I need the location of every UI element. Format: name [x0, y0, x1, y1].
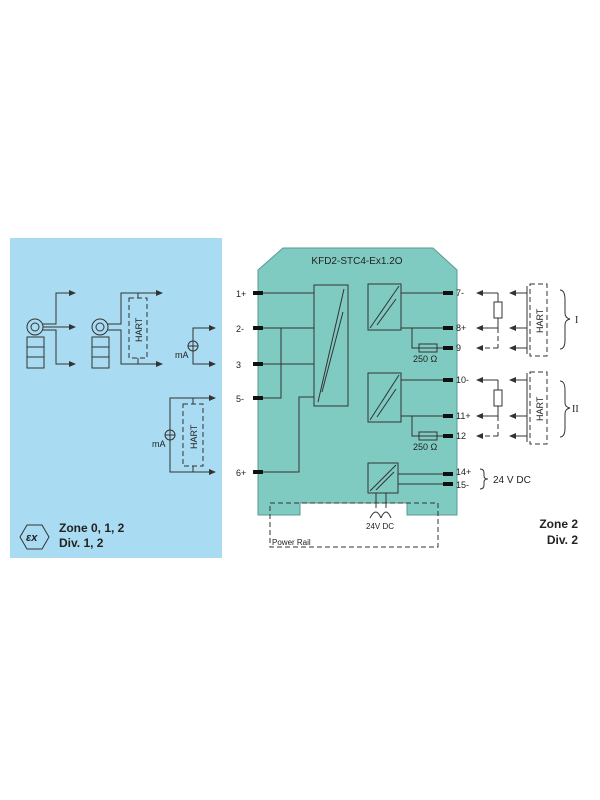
safe-div-label: Div. 2 [547, 533, 578, 547]
terminal-label-7: 7- [456, 288, 464, 298]
terminal-label-2: 2- [236, 324, 244, 334]
right-terminals [443, 291, 453, 486]
left-terminals [253, 291, 263, 474]
transmitter-3wire [26, 290, 76, 369]
power-rail [269, 502, 439, 548]
ex-logo: εx [19, 524, 50, 550]
terminal-label-11: 11+ [456, 411, 471, 421]
ma-label: mA [175, 350, 189, 360]
terminal-label-15: 15- [456, 480, 469, 490]
output-channel-2-wiring [476, 371, 571, 445]
output-isolator-1 [367, 283, 402, 331]
resistor-label: 250 Ω [413, 442, 438, 452]
internal-wiring [263, 292, 443, 508]
hart-label: HART [535, 308, 545, 333]
output-channel-1-wiring [476, 283, 571, 357]
resistor-250-1 [418, 343, 438, 353]
hazardous-zone-label: Zone 0, 1, 2 [59, 521, 125, 535]
channel-label-2: II [572, 404, 579, 415]
power-rail-label: Power Rail [272, 538, 311, 547]
terminal-label-8: 8+ [456, 323, 466, 333]
current-source-2-hart: mA HART [152, 395, 216, 475]
terminal-label-10: 10- [456, 375, 469, 385]
terminal-label-5: 5- [236, 394, 244, 404]
hart-label: HART [189, 424, 199, 449]
svg-text:εx: εx [26, 532, 38, 544]
terminal-label-6: 6+ [236, 468, 246, 478]
supply-brace [479, 468, 489, 490]
terminal-label-3: 3 [236, 360, 241, 370]
resistor-250-2 [418, 431, 438, 441]
transmitter-hart-2wire: HART [91, 290, 163, 369]
output-isolator-2 [367, 372, 402, 423]
ma-label: mA [152, 439, 166, 449]
hart-label: HART [134, 317, 144, 342]
current-source-1: mA [175, 325, 216, 367]
module-housing [257, 247, 458, 516]
power-rail-voltage: 24V DC [366, 522, 394, 531]
terminal-label-14: 14+ [456, 467, 471, 477]
hazardous-div-label: Div. 1, 2 [59, 536, 104, 550]
module-title: KFD2-STC4-Ex1.2O [311, 256, 402, 267]
input-isolator-block [313, 284, 349, 407]
resistor-label: 250 Ω [413, 354, 438, 364]
safe-zone-label: Zone 2 [539, 517, 578, 531]
terminal-label-12: 12 [456, 431, 466, 441]
terminal-label-1: 1+ [236, 289, 246, 299]
power-supply-block [367, 462, 399, 494]
supply-label: 24 V DC [493, 475, 531, 486]
channel-label-1: I [575, 315, 578, 326]
hart-label: HART [535, 396, 545, 421]
terminal-label-9: 9 [456, 343, 461, 353]
